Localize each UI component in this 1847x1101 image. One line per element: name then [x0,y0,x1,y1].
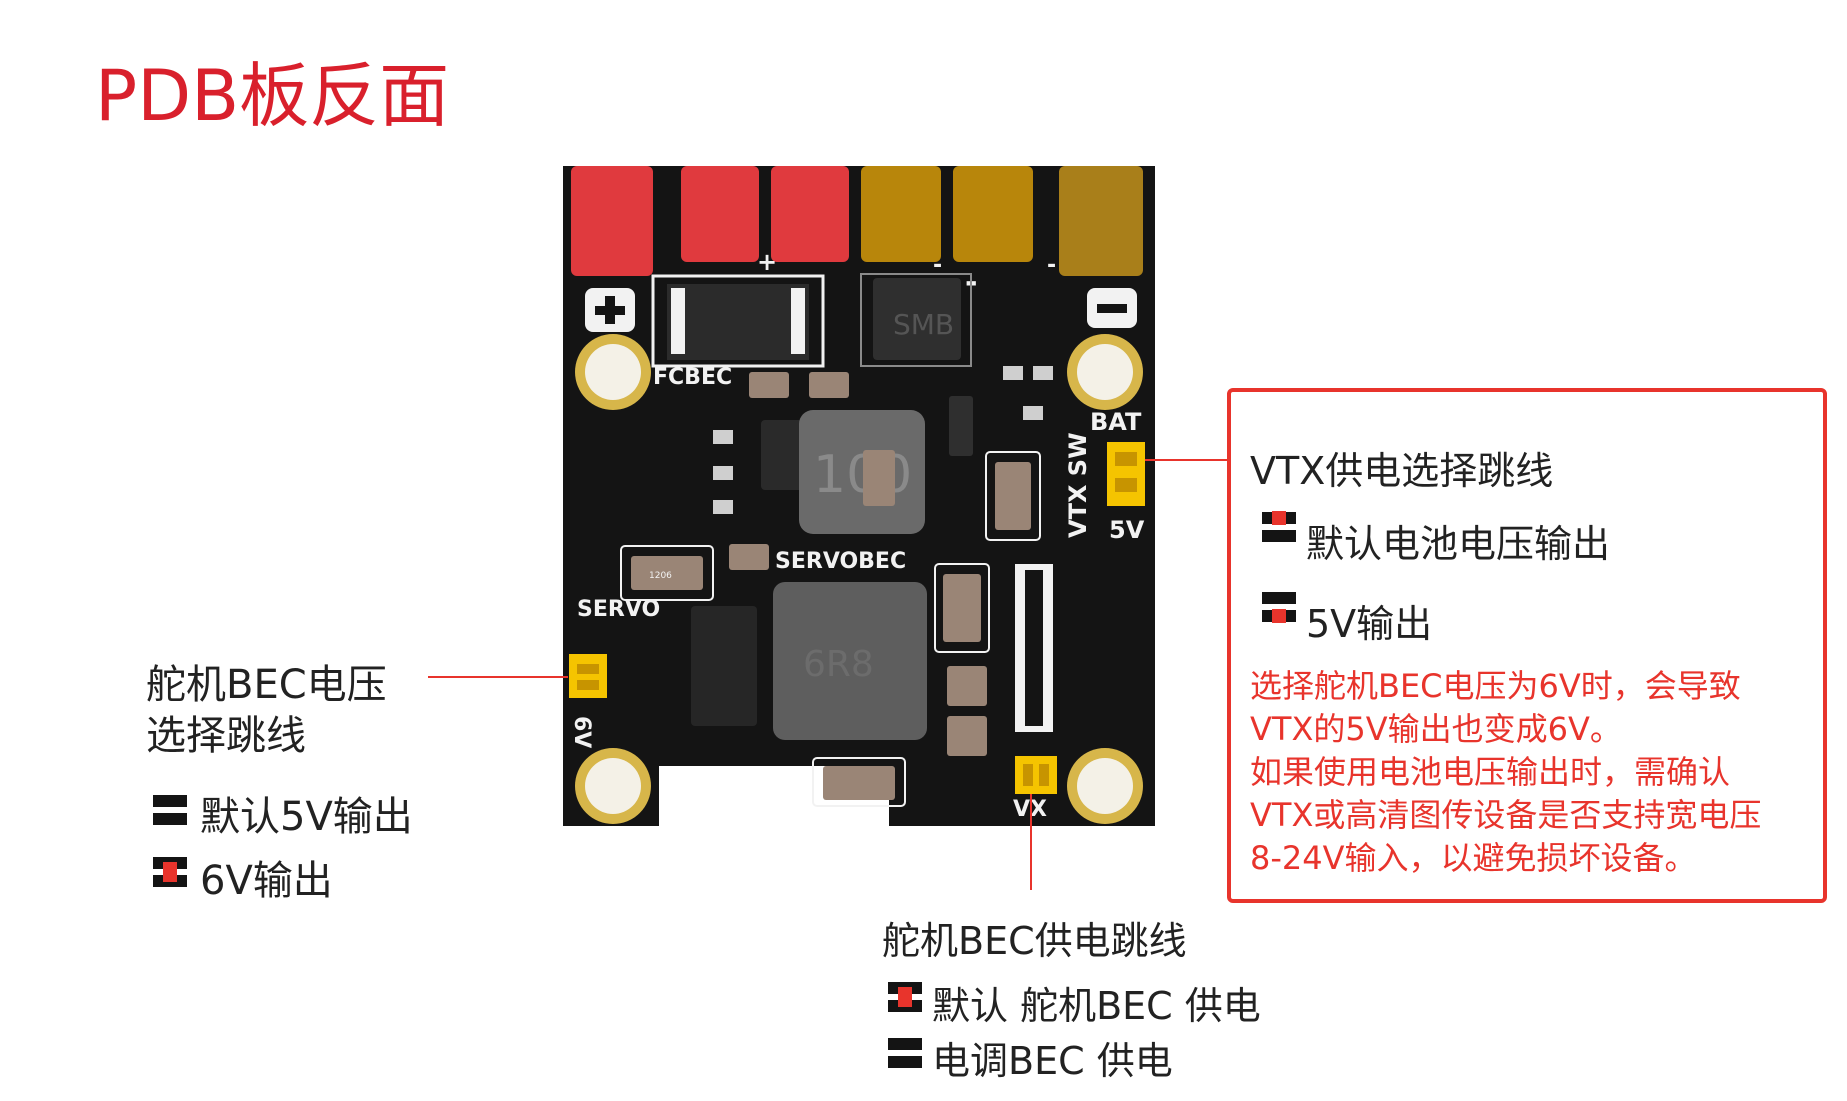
jumper-top-bridged-icon [1262,511,1296,542]
svg-text:-: - [933,253,942,278]
svg-text:-: - [1047,253,1056,278]
mount-hole-bottom-left [575,748,651,824]
silk-6v: 6V [569,716,594,748]
vtx-warning-line-3: 如果使用电池电压输出时，需确认 [1250,753,1731,791]
jumper-bridged-icon [888,982,922,1012]
vtx-warning-line-2: VTX的5V输出也变成6V。 [1250,710,1622,748]
vtx-power-option-5v: 5V输出 [1306,602,1433,646]
mount-hole-bottom-right [1067,748,1143,824]
servo-voltage-jumper [569,654,607,698]
esc-plus-pad-1 [681,166,759,262]
diode [651,274,825,368]
smd-code-servo: 1206 [649,571,672,581]
jumper-open-icon [153,795,187,825]
servo-power-heading: 舵机BEC供电跳线 [882,919,1187,963]
svg-text:+: + [757,248,777,276]
servo-power-option-esc: 电调BEC 供电 [932,1039,1173,1083]
esc-minus-pad-1 [861,166,941,262]
vtx-power-heading: VTX供电选择跳线 [1250,449,1554,493]
servo-voltage-leader [428,676,568,678]
inductor-6r8-mark: 6R8 [803,644,874,685]
vtx-power-option-battery: 默认电池电压输出 [1306,522,1611,566]
servo-power-leader [1030,794,1032,890]
servo-voltage-option-6v: 6V输出 [200,858,333,904]
vtx-warning-line-1: 选择舵机BEC电压为6V时，会导致 [1250,667,1741,705]
vtx-warning-line-5: 8-24V输入，以避免损坏设备。 [1250,839,1697,877]
silk-fcbec: FCBEC [653,365,732,390]
servo-voltage-option-default: 默认5V输出 [200,794,413,840]
silk-servo: SERVO [577,597,660,622]
battery-minus-pad [1059,166,1143,276]
servo-power-option-default: 默认 舵机BEC 供电 [932,984,1261,1028]
battery-plus-pad [571,166,653,276]
vtx-power-leader [1145,459,1227,461]
jumper-bottom-bridged-icon [1262,592,1296,623]
vtx-note-box [1227,388,1827,903]
smb-component [860,273,972,367]
mount-hole-top-right [1067,334,1143,410]
mount-hole-top-left [575,334,651,410]
silk-vtx-sw: VTX SW [1064,432,1092,538]
vtx-power-jumper [1107,442,1145,506]
servo-power-jumper [1015,756,1057,794]
pdb-board-image: + - - - SMB 100 1206 6R8 [563,166,1155,826]
servo-voltage-heading-1: 舵机BEC电压 [146,662,387,708]
inductor-6r8 [773,582,927,740]
esc-minus-pad-2 [953,166,1033,262]
vtx-warning-line-4: VTX或高清图传设备是否支持宽电压 [1250,796,1762,834]
servo-voltage-heading-2: 选择跳线 [146,713,306,759]
jumper-bridged-icon [153,857,187,887]
inductor-100-mark: 100 [813,445,912,505]
silk-bat: BAT [1090,408,1142,436]
silk-5v: 5V [1109,516,1145,544]
jumper-open-icon [888,1038,922,1068]
page-title: PDB板反面 [95,55,450,137]
silk-servobec: SERVOBEC [775,549,906,574]
smb-mark: SMB [893,308,954,341]
esc-plus-pad-2 [771,166,849,262]
